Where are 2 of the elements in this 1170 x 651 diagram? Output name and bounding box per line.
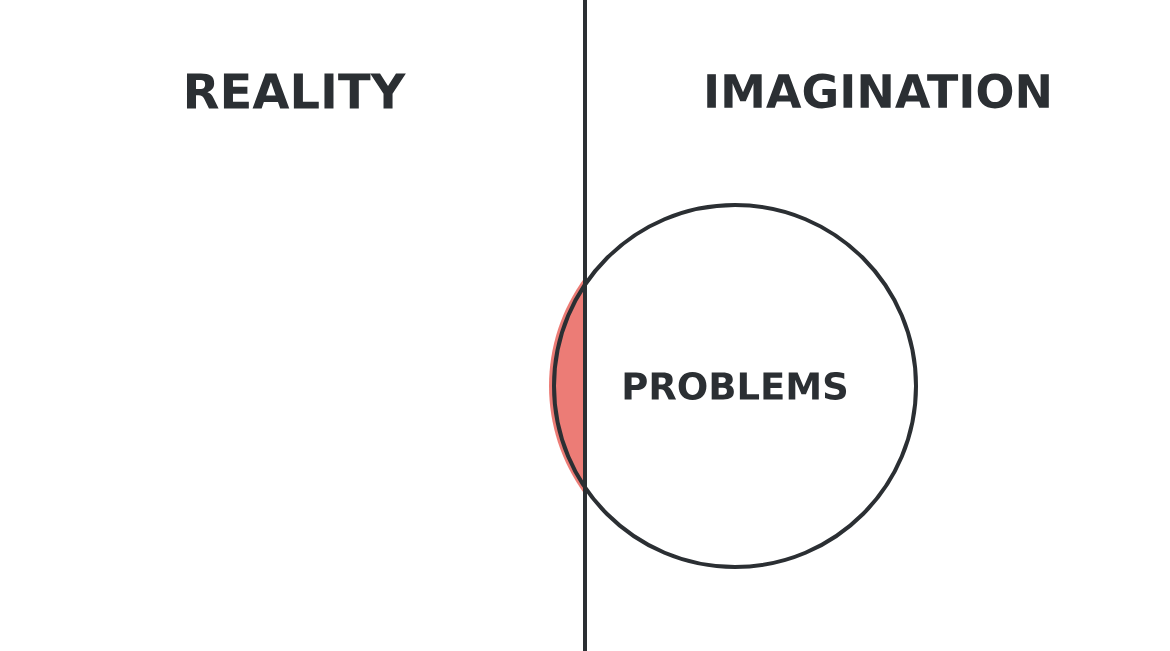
column-heading: REALITY: [187, 73, 406, 109]
column-heading: IMAGINATION: [707, 73, 1049, 109]
